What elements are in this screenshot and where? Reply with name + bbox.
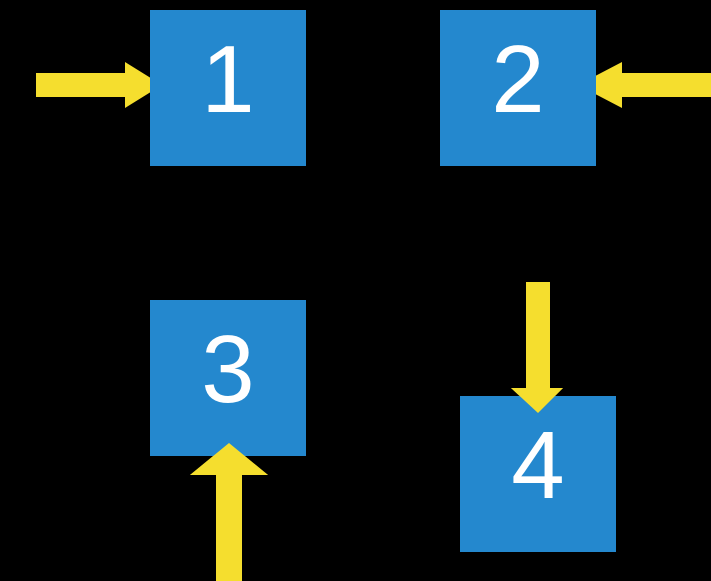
node-label-3: 3	[201, 316, 255, 423]
node-label-4: 4	[511, 412, 565, 519]
node-box-2[interactable]: 2	[440, 10, 596, 166]
arrow-into-1-icon	[36, 62, 162, 108]
node-box-3[interactable]: 3	[150, 300, 306, 456]
node-label-1: 1	[201, 26, 255, 133]
node-box-1[interactable]: 1	[150, 10, 306, 166]
node-label-2: 2	[491, 26, 545, 133]
arrow-into-3-icon	[190, 443, 268, 581]
arrow-into-4-icon	[511, 282, 563, 413]
node-box-4[interactable]: 4	[460, 396, 616, 552]
arrow-into-2-icon	[578, 62, 711, 108]
